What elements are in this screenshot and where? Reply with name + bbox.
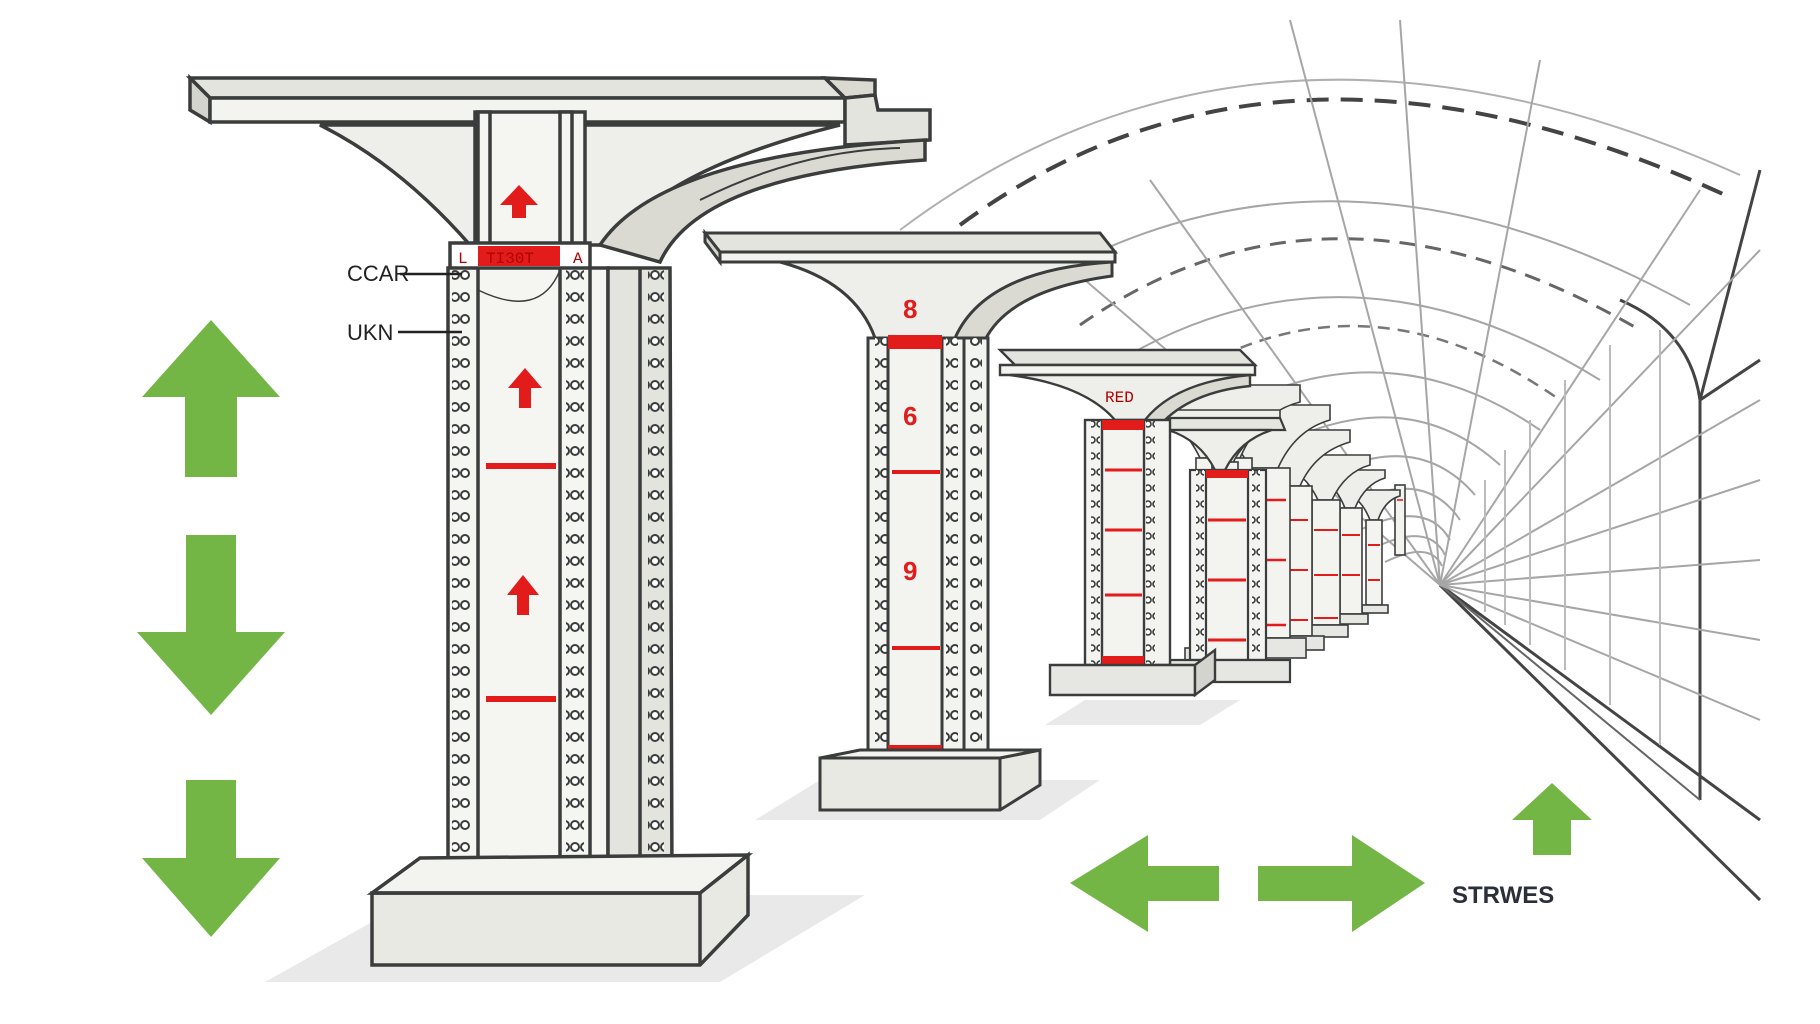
tunnel-right-wall-arch xyxy=(1619,298,1702,800)
pillar-sign-right: A xyxy=(573,250,583,268)
tunnel-arch-10 xyxy=(1384,550,1443,567)
tunnel-arch-2-dashed xyxy=(1079,237,1641,332)
pillar-sign-left: L xyxy=(458,250,468,268)
callout-ccar: CCAR xyxy=(347,261,409,286)
up-arrow-icon xyxy=(142,320,280,477)
pillar-1-main: L TI30T A xyxy=(185,73,932,967)
tunnel-arch-1-dashed xyxy=(958,97,1726,227)
callouts: CCAR UKN xyxy=(347,261,462,345)
pillar-sign-middle: TI30T xyxy=(486,250,534,268)
pillar2-number-mid: 6 xyxy=(903,401,917,431)
small-up-arrow-icon-green xyxy=(1512,783,1592,855)
green-arrows xyxy=(137,320,1592,937)
bottom-label: STRWES xyxy=(1452,882,1554,909)
svg-text:RED: RED xyxy=(1105,389,1134,407)
pillar2-number-top: 8 xyxy=(903,294,917,324)
left-arrow-icon xyxy=(1070,835,1219,932)
tunnel-arch-3 xyxy=(1119,296,1601,381)
tunnel-arch-1 xyxy=(899,78,1741,231)
pillar-3-main: RED xyxy=(997,348,1258,698)
callout-ukn: UKN xyxy=(347,320,393,345)
pillar2-number-low: 9 xyxy=(903,556,917,586)
tunnel-arch-3-dashed xyxy=(1169,324,1561,402)
pillar-medium-2 xyxy=(1158,416,1292,684)
down-arrow-icon xyxy=(137,535,285,715)
pillar-5 xyxy=(1349,489,1401,614)
pillar-2-main: 8 6 9 xyxy=(701,228,1119,812)
tunnel xyxy=(899,19,1762,902)
right-arrow-icon xyxy=(1258,835,1425,932)
small-up-arrow-icon xyxy=(500,185,542,615)
down-arrow-icon-2 xyxy=(142,780,280,937)
pillar-6 xyxy=(1394,484,1406,556)
